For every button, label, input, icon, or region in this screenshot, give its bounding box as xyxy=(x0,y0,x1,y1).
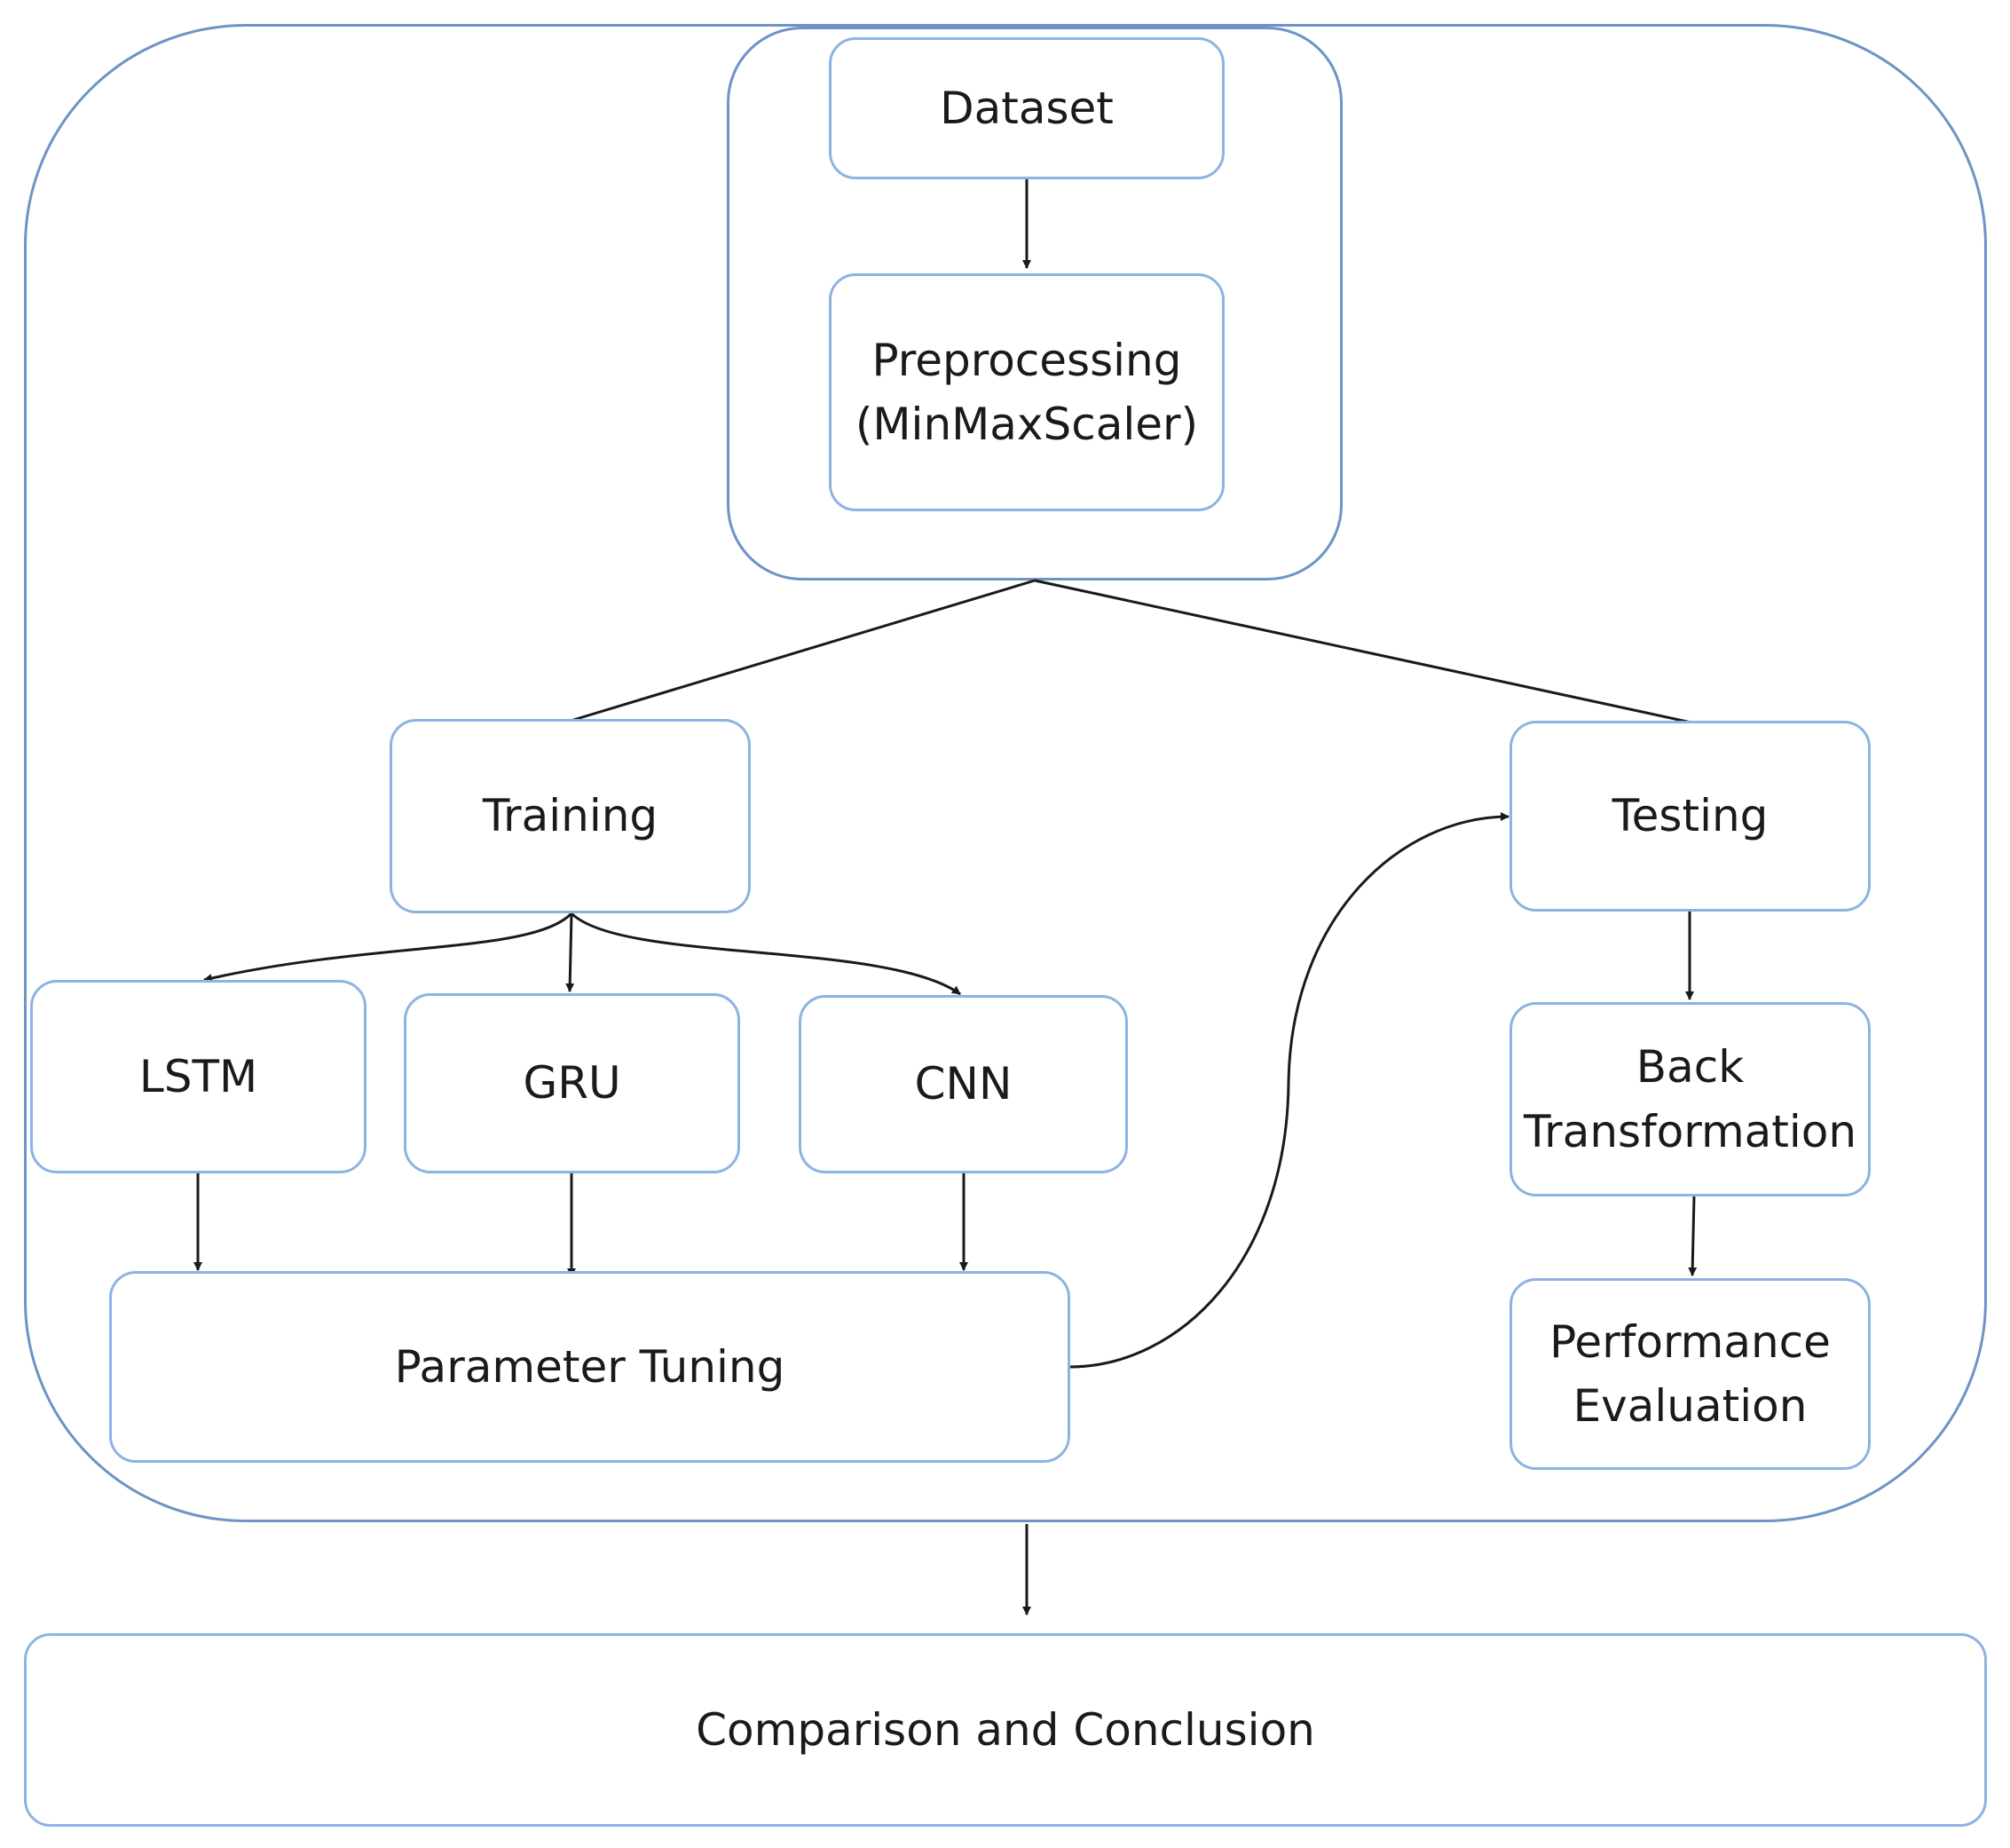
data-preparation-container xyxy=(727,27,1343,580)
edge-training-cnn xyxy=(570,912,961,996)
main-process-container xyxy=(24,24,1987,1522)
node-back-transformation: Back Transformation xyxy=(1509,1002,1871,1196)
node-training-label: Training xyxy=(482,790,658,842)
edge-back-transformation-performance-evaluation xyxy=(1688,1196,1698,1276)
node-comparison-conclusion: Comparison and Conclusion xyxy=(24,1633,1987,1827)
node-testing-label: Testing xyxy=(1612,790,1769,842)
node-training: Training xyxy=(390,719,751,913)
node-lstm: LSTM xyxy=(30,980,367,1173)
edge-preprocessing-testing xyxy=(1034,579,1692,724)
edge-training-gru xyxy=(565,912,575,992)
node-lstm-label: LSTM xyxy=(138,1050,258,1102)
node-back-transformation-line2: Transformation xyxy=(1523,1105,1857,1157)
node-gru: GRU xyxy=(404,993,740,1173)
node-cnn: CNN xyxy=(799,995,1128,1173)
edge-preprocessing-training xyxy=(570,579,1036,723)
node-gru-label: GRU xyxy=(523,1057,621,1110)
node-cnn-label: CNN xyxy=(914,1058,1013,1110)
node-parameter-tuning-label: Parameter Tuning xyxy=(394,1340,785,1393)
node-performance-evaluation-line2: Evaluation xyxy=(1573,1380,1808,1432)
node-comparison-conclusion-label: Comparison and Conclusion xyxy=(696,1703,1315,1756)
node-dataset-label: Dataset xyxy=(940,82,1114,134)
node-dataset: Dataset xyxy=(829,37,1225,179)
node-back-transformation-line1: Back xyxy=(1636,1041,1745,1093)
node-performance-evaluation-line1: Performance xyxy=(1549,1315,1831,1368)
edge-parameter-tuning-testing xyxy=(1068,812,1509,1369)
node-testing: Testing xyxy=(1509,721,1871,912)
node-preprocessing: Preprocessing (MinMaxScaler) xyxy=(829,273,1225,511)
node-preprocessing-line2: (MinMaxScaler) xyxy=(855,399,1199,450)
node-performance-evaluation: Performance Evaluation xyxy=(1509,1278,1871,1470)
node-parameter-tuning: Parameter Tuning xyxy=(109,1271,1070,1463)
node-preprocessing-line1: Preprocessing xyxy=(871,334,1182,386)
edge-training-lstm xyxy=(203,912,573,983)
